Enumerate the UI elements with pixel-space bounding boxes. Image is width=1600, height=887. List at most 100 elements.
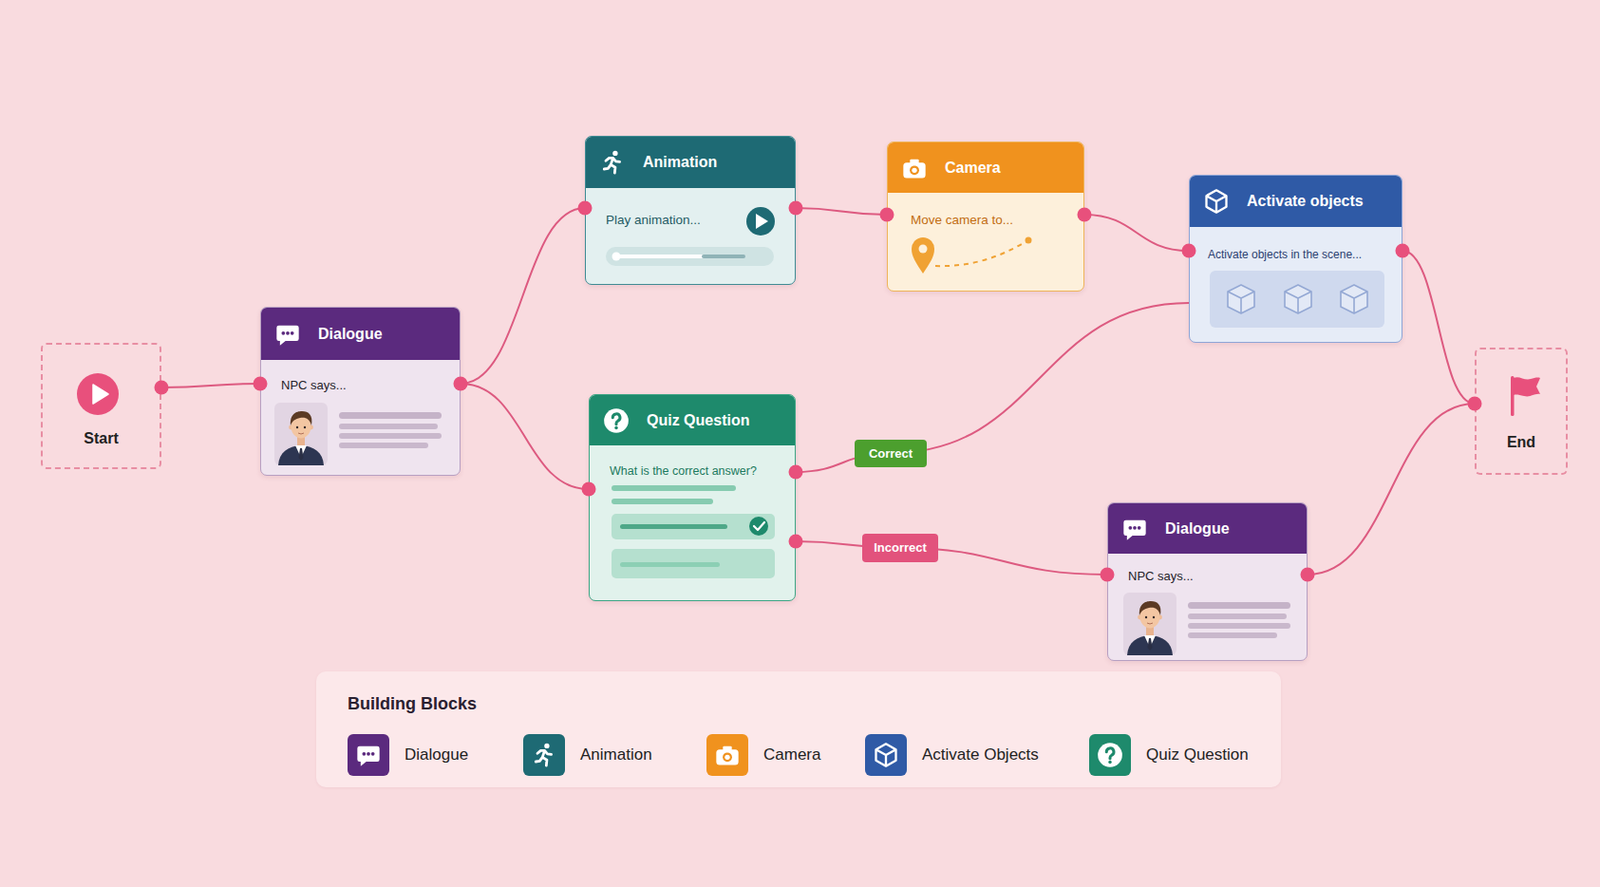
legend-icon [876, 743, 897, 766]
connector [460, 383, 589, 490]
node-illustration [605, 207, 775, 266]
legend-swatch [706, 734, 749, 776]
block-title: Activate objects [1246, 191, 1364, 211]
node-illustration [1123, 592, 1299, 659]
node-illustration [1209, 270, 1385, 328]
camera-block: CameraMove camera to... [886, 141, 1085, 292]
node-illustration [608, 478, 780, 582]
terminal-label: End [1476, 432, 1566, 452]
port-dot [789, 201, 804, 216]
port-dot [880, 207, 895, 223]
block-body-text: Activate objects in the scene... [1207, 244, 1362, 264]
header-icon [602, 407, 630, 434]
header-icon [603, 408, 629, 433]
node-illustration [1510, 376, 1541, 416]
legend-text: Dialogue [404, 745, 469, 765]
node-illustration [1209, 270, 1385, 328]
block-title: Animation [642, 152, 717, 172]
header-icon [1203, 188, 1230, 215]
header-icon [1206, 189, 1227, 212]
legend-swatch [1089, 734, 1131, 776]
end-terminal: End [1474, 347, 1568, 475]
node-illustration [76, 373, 119, 415]
header-icon [903, 158, 925, 178]
legend-icon [1096, 741, 1124, 769]
port-dot [789, 534, 804, 549]
port-dot [154, 380, 170, 396]
block-title: Dialogue [318, 324, 383, 344]
legend-text: Quiz Question [1146, 745, 1249, 765]
edge-label: Incorrect [862, 533, 939, 563]
block-body-text: What is the correct answer? [609, 461, 757, 481]
port-dot [578, 201, 593, 216]
node-illustration [274, 402, 442, 466]
block-title: Quiz Question [646, 411, 750, 431]
legend-icon [355, 741, 382, 769]
connector [161, 383, 261, 388]
block-title: Camera [944, 158, 1001, 178]
block-body-text: NPC says... [1128, 566, 1194, 586]
node-illustration [611, 485, 775, 579]
port-dot [1468, 396, 1483, 412]
connector [460, 207, 585, 384]
legend-icon [530, 741, 558, 769]
legend-title: Building Blocks [347, 693, 477, 715]
connector [795, 541, 1108, 575]
quiz-block: Quiz QuestionWhat is the correct answer? [588, 394, 796, 602]
connector [1307, 403, 1475, 575]
header-icon [1123, 519, 1146, 540]
block-title: Dialogue [1165, 519, 1230, 539]
node-illustration [76, 373, 119, 415]
node-illustration [1509, 375, 1541, 416]
header-icon [276, 324, 299, 345]
connector [795, 207, 887, 215]
port-dot [1100, 567, 1115, 583]
legend-icon [872, 741, 900, 769]
header-icon [599, 149, 626, 176]
block-body-text: NPC says... [281, 376, 347, 396]
block-body-text: Move camera to... [910, 210, 1014, 230]
node-illustration [274, 402, 451, 470]
node-illustration [1123, 592, 1291, 656]
port-dot [789, 465, 804, 480]
block-body-text: Play animation... [605, 210, 701, 230]
connector [795, 302, 1189, 472]
edge-label: Correct [854, 439, 927, 468]
node-illustration [906, 229, 1050, 278]
legend-text: Camera [763, 745, 821, 765]
dialogue-block: DialogueNPC says... [1107, 502, 1308, 661]
port-dot [1300, 567, 1316, 583]
legend-swatch [347, 734, 390, 776]
node-illustration [911, 237, 1033, 275]
legend-panel [316, 671, 1281, 788]
header-icon [901, 154, 928, 182]
port-dot [1077, 207, 1092, 223]
legend-icon [535, 743, 551, 766]
legend-swatch [523, 734, 565, 776]
legend-icon [357, 746, 379, 767]
header-icon [1121, 515, 1149, 543]
port-dot [253, 376, 268, 392]
legend-text: Animation [580, 745, 653, 765]
dialogue-block: DialogueNPC says... [260, 306, 461, 476]
legend-swatch [865, 734, 907, 776]
start-terminal: Start [40, 342, 162, 470]
port-dot [453, 376, 469, 392]
activate-block: Activate objectsActivate objects in the … [1188, 174, 1403, 343]
legend-text: Activate Objects [922, 745, 1039, 765]
terminal-label: Start [42, 429, 160, 449]
port-dot [1182, 244, 1197, 259]
legend-icon [714, 741, 741, 769]
legend-icon [715, 746, 738, 766]
port-dot [1395, 244, 1411, 259]
header-icon [274, 320, 302, 348]
connector [1084, 214, 1189, 251]
header-icon [603, 150, 620, 173]
legend-icon [1097, 742, 1123, 768]
animation-block: AnimationPlay animation... [584, 135, 796, 285]
connector [1402, 250, 1475, 404]
port-dot [582, 482, 597, 497]
